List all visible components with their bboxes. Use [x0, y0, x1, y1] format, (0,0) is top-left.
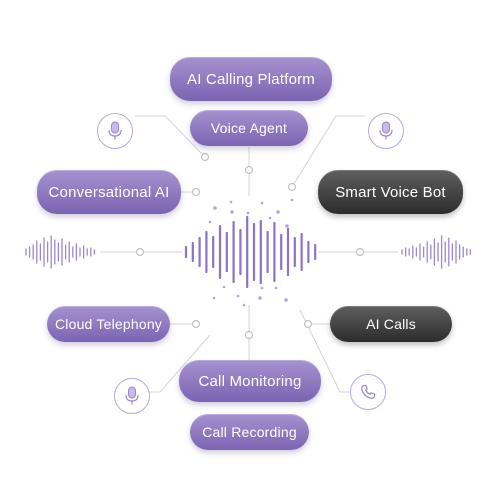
decor-dot	[290, 198, 294, 202]
cloud-telephony-pill[interactable]: Cloud Telephony	[47, 306, 170, 342]
decor-dot	[246, 211, 250, 215]
decor-dot	[260, 286, 264, 290]
microphone-icon	[368, 113, 404, 149]
decor-dot	[285, 224, 289, 228]
smart-voice-bot-pill[interactable]: Smart Voice Bot	[318, 170, 463, 214]
cloud-telephony-label: Cloud Telephony	[54, 316, 163, 332]
phone-icon	[350, 374, 386, 410]
center-waveform	[184, 215, 317, 289]
ai-calls-pill[interactable]: AI Calls	[330, 306, 452, 342]
decor-dot	[284, 298, 288, 302]
decor-dot	[208, 220, 212, 224]
decor-dot	[268, 216, 272, 220]
decor-dot	[229, 200, 233, 204]
decor-dot	[274, 286, 278, 290]
call-recording-pill[interactable]: Call Recording	[190, 414, 309, 450]
decor-dot	[212, 296, 216, 300]
decor-dot	[260, 201, 264, 205]
call-recording-label: Call Recording	[202, 424, 297, 440]
smart-voice-bot-label: Smart Voice Bot	[335, 183, 446, 201]
voice-agent-label: Voice Agent	[210, 120, 288, 136]
left-waveform	[25, 235, 96, 269]
call-monitoring-label: Call Monitoring	[198, 372, 302, 390]
decor-dot	[230, 210, 234, 214]
decorative-dots	[208, 198, 294, 307]
decor-dot	[213, 206, 217, 210]
decor-dot	[222, 285, 226, 289]
microphone-icon	[97, 113, 133, 149]
decor-dot	[276, 210, 280, 214]
decor-dot	[258, 296, 262, 300]
right-waveform	[401, 235, 472, 269]
call-monitoring-pill[interactable]: Call Monitoring	[179, 360, 321, 402]
conversational-ai-label: Conversational AI	[48, 183, 170, 201]
decor-dot	[242, 303, 246, 307]
voice-agent-pill[interactable]: Voice Agent	[190, 110, 308, 146]
ai-calls-label: AI Calls	[366, 316, 416, 332]
ai-calling-platform-pill[interactable]: AI Calling Platform	[170, 57, 332, 101]
decor-dot	[236, 294, 240, 298]
microphone-icon	[114, 378, 150, 414]
ai-calling-platform-label: AI Calling Platform	[186, 70, 315, 88]
conversational-ai-pill[interactable]: Conversational AI	[37, 170, 181, 214]
